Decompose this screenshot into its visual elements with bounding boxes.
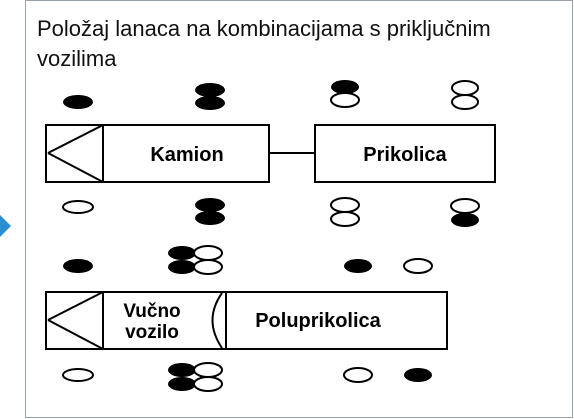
wheel-marker [193,259,223,275]
chain-wheel-marker [195,211,225,225]
wheel-marker [330,211,360,227]
truck-label: Kamion [150,144,223,166]
coupling-arc [211,292,223,349]
wheel-marker [343,367,373,383]
wheel-marker [193,376,223,392]
wheel-marker [451,80,479,96]
chain-wheel-marker [63,95,93,109]
tractor-label-line1: Vučno [123,301,180,322]
chain-wheel-marker [404,368,432,382]
wheel-marker [62,368,94,382]
chain-wheel-marker [344,259,372,273]
wheel-marker [62,200,94,214]
chain-wheel-marker [195,96,225,110]
chain-wheel-marker [168,377,196,391]
wheel-marker [193,362,223,378]
tractor-label-line2: vozilo [125,322,179,343]
semitrailer-label: Poluprikolica [255,310,381,332]
wheel-marker [451,94,479,110]
chain-wheel-marker [451,213,479,227]
chain-wheel-marker [195,198,225,212]
chain-wheel-marker [168,260,196,274]
side-marker-arrow [0,215,11,237]
wheel-marker [193,245,223,261]
tractor-semitrailer-combination: Vučno vozilo Poluprikolica [45,245,448,392]
chain-wheel-marker [168,363,196,377]
wheel-marker [450,198,480,214]
chain-wheel-marker [168,246,196,260]
chain-wheel-marker [63,259,93,273]
trailer-body: Prikolica [314,124,496,183]
trailer-label: Prikolica [363,144,447,166]
truck-trailer-combination: Kamion Prikolica [45,80,496,227]
semitrailer-body: Poluprikolica [225,291,448,350]
wheel-marker [403,258,433,274]
tractor-unit-body: Vučno vozilo [45,291,227,350]
chain-wheel-marker [195,83,225,97]
wheel-marker [330,92,360,108]
truck-body: Kamion [45,124,270,183]
wheel-marker [330,197,360,213]
diagram-title: Položaj lanaca na kombinacijama s priklj… [37,16,491,71]
chain-wheel-marker [331,80,359,94]
